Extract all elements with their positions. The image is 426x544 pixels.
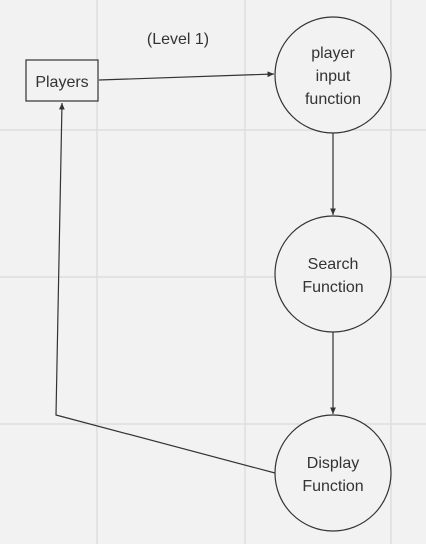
player-input-function-label-line-2: input xyxy=(316,68,351,85)
edges xyxy=(55,71,336,474)
diagram-caption: (Level 1) xyxy=(147,31,209,48)
player-input-function-label-line-3: function xyxy=(305,91,361,108)
edge-display-to-players xyxy=(55,102,276,474)
player-input-function-circle xyxy=(274,16,392,134)
display-function-label-line-1: Display xyxy=(307,455,359,472)
search-function-node[interactable]: Search Function xyxy=(274,215,392,333)
search-function-label-line-2: Function xyxy=(302,279,363,296)
display-function-circle xyxy=(274,414,392,532)
search-function-label-line-1: Search xyxy=(308,256,359,273)
players-box xyxy=(25,59,99,102)
display-function-node[interactable]: Display Function xyxy=(274,414,392,532)
edge-players-to-player-input xyxy=(98,71,275,81)
search-function-circle xyxy=(274,215,392,333)
players-label: Players xyxy=(35,74,88,91)
display-function-label-line-2: Function xyxy=(302,478,363,495)
players-node[interactable]: Players xyxy=(25,59,99,102)
player-input-function-label-line-1: player xyxy=(311,45,355,62)
player-input-function-node[interactable]: player input function xyxy=(274,16,392,134)
